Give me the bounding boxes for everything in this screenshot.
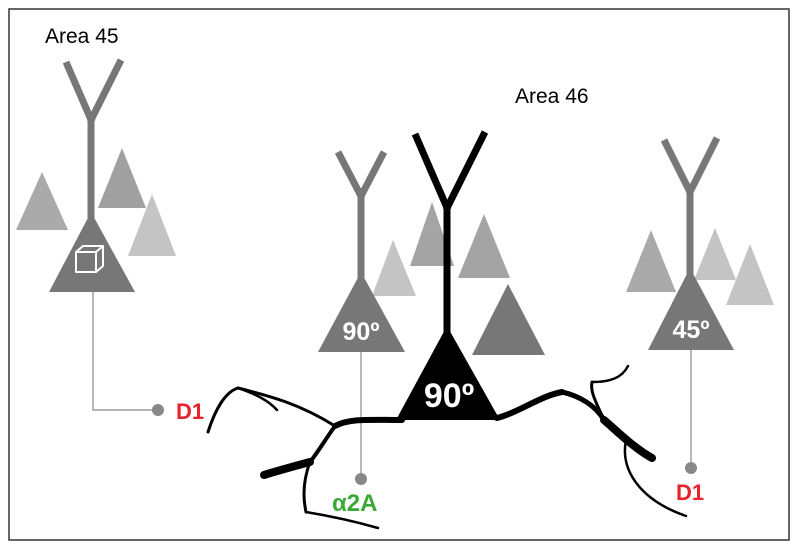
area-45-label: Area 45 (45, 25, 119, 48)
area-45-neuron-group (16, 58, 176, 416)
right-neuron-label: 45º (673, 316, 710, 344)
right-neuron-group (648, 136, 734, 474)
basal-dendrites (206, 364, 688, 530)
background-neuron (472, 284, 545, 355)
central-neuron-label: 90º (424, 377, 474, 415)
apical-dendrite (62, 58, 125, 218)
receptor-dot (152, 404, 164, 416)
background-neuron (98, 148, 146, 208)
background-neuron (694, 228, 736, 280)
area-46-label: Area 46 (515, 85, 589, 108)
central-neuron-group (206, 130, 688, 530)
receptor-dot (355, 473, 367, 485)
background-neuron (458, 214, 510, 278)
background-neuron (410, 202, 454, 266)
right-pyramidal-neuron (648, 268, 734, 350)
middle-pyramidal-neuron (318, 272, 405, 352)
background-neuron (16, 172, 68, 230)
middle-neuron-group (318, 150, 405, 485)
background-neuron (726, 244, 774, 305)
central-pyramidal-neuron (396, 326, 500, 420)
background-neuron (372, 240, 416, 296)
connector-line (92, 292, 156, 411)
middle-neuron-label: 90º (343, 318, 380, 346)
background-neuron (128, 194, 176, 256)
a2a-receptor-label: α2A (332, 490, 377, 517)
d1-receptor-label-left: D1 (176, 399, 204, 424)
apical-dendrite (411, 130, 489, 340)
area-46-background-neurons (372, 202, 774, 355)
receptor-dot (685, 462, 697, 474)
background-neuron (626, 230, 676, 292)
cube-icon (75, 245, 104, 273)
d1-receptor-label-right: D1 (676, 480, 704, 505)
